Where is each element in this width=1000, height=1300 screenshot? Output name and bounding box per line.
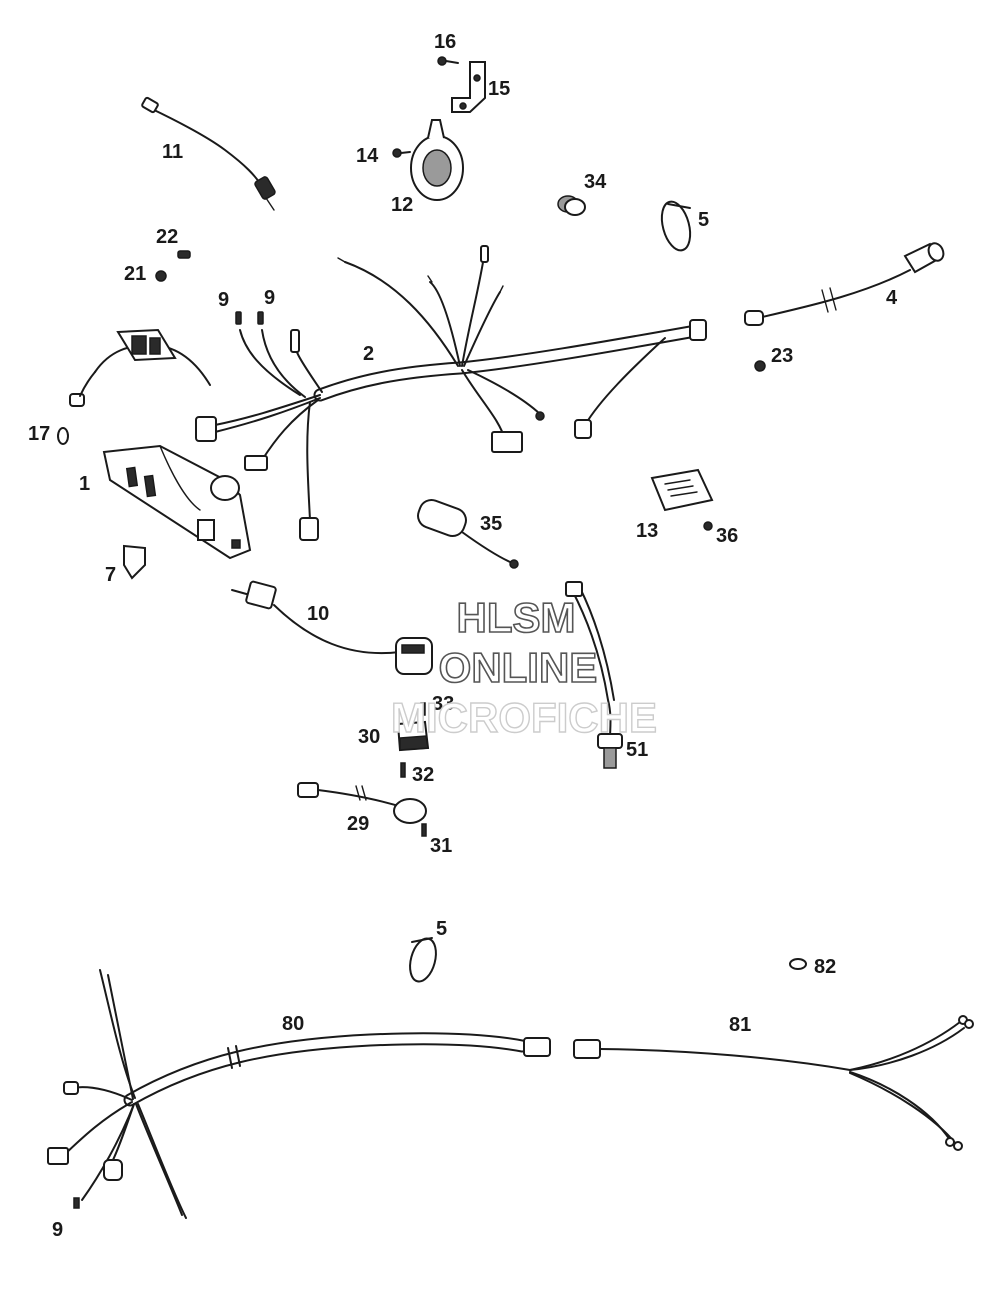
callout-5-bottom: 5 [436, 918, 447, 940]
callout-9-b: 9 [264, 287, 275, 309]
part-33-pin[interactable] [420, 702, 426, 716]
part-1-bracket-plate[interactable] [102, 444, 252, 560]
part-12-horn[interactable] [410, 119, 464, 201]
callout-30: 30 [358, 726, 380, 748]
part-2-main-harness[interactable] [195, 245, 707, 541]
callout-5-top: 5 [698, 209, 709, 231]
callout-31: 31 [430, 835, 452, 857]
watermark: HLSM ONLINE MICROFICHE [390, 593, 657, 742]
part-82-bulb[interactable] [789, 958, 807, 970]
part-16-bolt[interactable] [437, 56, 459, 66]
callout-17: 17 [28, 423, 50, 445]
part-29-lead[interactable] [297, 782, 427, 824]
callout-9-a: 9 [218, 289, 229, 311]
watermark-line-2: ONLINE [439, 644, 598, 691]
part-5-cable-tie-bottom[interactable] [406, 936, 441, 985]
callout-11: 11 [162, 141, 183, 163]
part-14-screw[interactable] [392, 148, 411, 158]
part-relay-cluster[interactable] [69, 328, 211, 407]
callout-13: 13 [636, 520, 658, 542]
callout-7: 7 [105, 564, 116, 586]
callout-81: 81 [729, 1014, 751, 1036]
part-15-horn-bracket[interactable] [451, 61, 486, 113]
callout-4: 4 [886, 287, 898, 309]
part-35-capacitor[interactable] [415, 497, 519, 569]
callout-16: 16 [434, 31, 456, 53]
callout-2: 2 [363, 343, 374, 365]
callout-35: 35 [480, 513, 502, 535]
callout-23: 23 [771, 345, 793, 367]
part-5-cable-tie-top[interactable] [657, 198, 695, 253]
part-34-cap[interactable] [557, 195, 586, 216]
watermark-line-1: HLSM [457, 594, 576, 641]
part-51-sensor-switch[interactable] [565, 581, 623, 769]
part-21-nut[interactable] [155, 270, 167, 282]
callout-12: 12 [391, 194, 413, 216]
callout-22: 22 [156, 226, 178, 248]
callout-15: 15 [488, 78, 510, 100]
callout-51: 51 [626, 739, 648, 761]
part-22-screw[interactable] [177, 250, 191, 259]
part-7-clip[interactable] [123, 544, 146, 580]
part-11-sensor-lead[interactable] [141, 96, 276, 211]
part-9-terminal-b[interactable] [257, 311, 264, 325]
callout-9-c: 9 [52, 1219, 63, 1241]
part-36-screw[interactable] [703, 521, 713, 531]
watermark-line-3: MICROFICHE [391, 694, 657, 741]
callout-10: 10 [307, 603, 329, 625]
part-4-lead[interactable] [744, 241, 946, 326]
part-23-nut[interactable] [754, 360, 766, 372]
part-30-cover[interactable] [396, 720, 430, 752]
callout-32: 32 [412, 764, 434, 786]
part-9-terminal-a[interactable] [235, 311, 242, 325]
callout-1: 1 [79, 473, 90, 495]
callout-80: 80 [282, 1013, 304, 1035]
callout-14: 14 [356, 145, 379, 167]
callout-33: 33 [432, 693, 454, 715]
part-13-regulator[interactable] [650, 468, 714, 512]
callout-82: 82 [814, 956, 836, 978]
callout-34: 34 [584, 171, 607, 193]
part-80-rear-harness[interactable] [47, 969, 551, 1219]
part-17-bulb[interactable] [57, 427, 69, 445]
part-32-pin[interactable] [400, 762, 406, 778]
callout-36: 36 [716, 525, 738, 547]
part-31-pin[interactable] [421, 823, 427, 837]
part-81-rear-lead[interactable] [573, 1015, 974, 1151]
callout-21: 21 [124, 263, 146, 285]
part-10-switch-lead[interactable] [231, 580, 433, 675]
callout-29: 29 [347, 813, 369, 835]
